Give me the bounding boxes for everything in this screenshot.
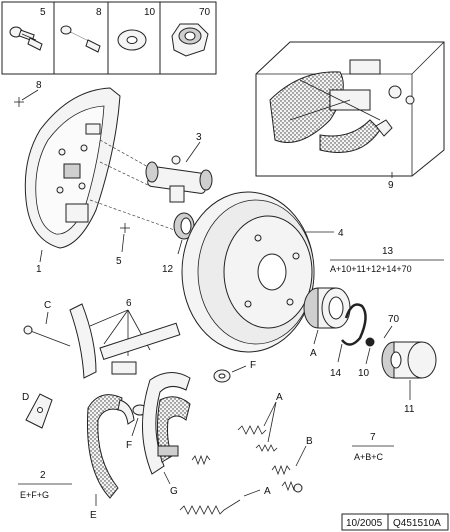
wheel-bearing[interactable] [303,287,351,329]
callout-3: 3 [196,132,202,143]
long-screw-icon [60,25,101,53]
callout-C: C [44,300,51,311]
callout-A-lower: A [264,486,271,497]
callout-8: 8 [36,80,42,91]
callout-7: 7 [370,432,376,443]
brake-shoe-G[interactable] [142,372,191,475]
callout-2-formula: E+F+G [20,490,49,500]
callout-12: 12 [162,264,174,275]
parking-lever-D[interactable] [25,393,53,429]
brake-shoe-E[interactable] [87,394,135,499]
bolt-with-washer-icon [9,26,43,51]
callout-2: 2 [40,470,46,481]
callout-D: D [22,392,29,403]
flat-washer-icon [117,29,147,51]
callout-9: 9 [388,180,394,191]
kit-box-5[interactable]: 5 [1,1,55,75]
screw-8-icon [14,97,24,107]
callout-13-formula: A+10+11+12+14+70 [330,264,412,274]
callout-F-bottom: F [126,440,132,451]
callout-E: E [90,510,97,521]
brake-drum[interactable] [181,191,315,353]
assembled-brake-inset[interactable] [255,41,445,177]
strut-bar[interactable] [99,322,181,375]
springs-B[interactable] [271,464,303,493]
footer: 10/2005 Q451510A [341,513,449,531]
wheel-cylinder[interactable] [145,155,213,203]
kit-box-10[interactable]: 10 [107,1,161,75]
screw-5-icon [120,223,130,233]
callout-10: 10 [358,368,370,379]
backing-plate[interactable] [24,87,121,249]
callout-B: B [306,436,313,447]
kit-box-10-label: 10 [144,7,156,18]
kit-box-5-label: 5 [40,7,46,18]
callout-13: 13 [382,246,394,257]
kit-box-70-label: 70 [199,7,211,18]
kit-box-8-label: 8 [96,7,102,18]
hub-nut-icon [171,23,209,57]
small-washer-10[interactable] [365,337,375,347]
circlip[interactable] [341,303,367,346]
retaining-pin-C[interactable] [23,325,71,347]
callout-A-bearing: A [310,348,317,359]
callout-G: G [170,486,178,497]
springs-A-upper[interactable] [191,425,278,466]
callout-4: 4 [338,228,344,239]
kit-box-8[interactable]: 8 [53,1,109,75]
clip-F-top[interactable] [213,369,231,383]
seal-ring[interactable] [173,212,195,240]
callout-11: 11 [404,404,415,415]
return-spring-A-lower[interactable] [179,499,241,515]
hub-cap[interactable] [381,341,437,379]
adjuster-lever[interactable] [69,303,97,379]
callout-6: 6 [126,298,132,309]
callout-A-springs: A [276,392,283,403]
callout-14: 14 [330,368,342,379]
callout-7-formula: A+B+C [354,452,384,462]
callout-F-top: F [250,360,256,371]
footer-date: 10/2005 [346,518,383,529]
callout-5: 5 [116,256,122,267]
footer-reference: Q451510A [393,518,441,529]
kit-box-70[interactable]: 70 [159,1,217,75]
callout-1: 1 [36,264,42,275]
callout-70: 70 [388,314,400,325]
